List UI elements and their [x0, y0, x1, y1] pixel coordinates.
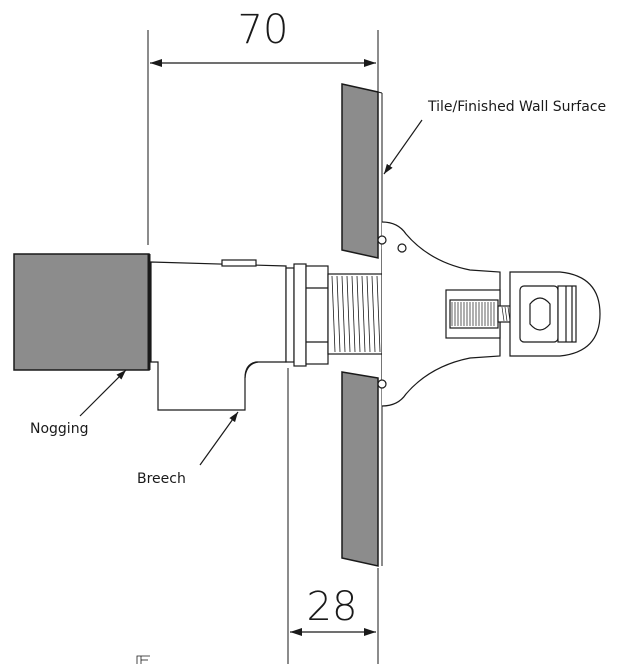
thread-line [341, 275, 346, 353]
thread-line [361, 275, 366, 353]
tile-surface-callout: Tile/Finished Wall Surface [383, 99, 606, 175]
nogging-leader [79, 369, 127, 417]
thread-line [356, 275, 361, 353]
tile-wall-bottom [341, 371, 383, 567]
connector-collar [285, 263, 329, 367]
nogging-block [13, 253, 151, 371]
dimension-28-text: 28 [307, 584, 358, 630]
nogging-label: Nogging [30, 421, 88, 437]
tile-surface-label: Tile/Finished Wall Surface [427, 99, 606, 115]
breech-callout: Breech [137, 411, 239, 487]
thread-line [371, 275, 376, 353]
tile-surface-leader [383, 119, 423, 175]
dimension-28: 28 [287, 368, 379, 664]
wall-flange [377, 221, 501, 407]
breech-label: Breech [137, 471, 186, 487]
thread-line [366, 275, 371, 353]
screw-thread-line [504, 306, 508, 322]
thread-line [346, 275, 351, 353]
thread-line [336, 275, 341, 353]
thread-line [351, 275, 356, 353]
screw-thread-line [501, 306, 505, 322]
tile-wall-top [341, 83, 383, 259]
thread-line [376, 275, 381, 353]
thread-line [331, 275, 336, 353]
breech-leader [199, 411, 239, 466]
dimension-70: 70 [147, 7, 379, 245]
breech-body [150, 259, 287, 411]
bottom-mark [136, 655, 150, 664]
spindle-housing [445, 289, 531, 339]
dimension-70-text: 70 [238, 7, 289, 53]
handle-knob [509, 271, 601, 357]
nogging-callout: Nogging [30, 369, 127, 437]
